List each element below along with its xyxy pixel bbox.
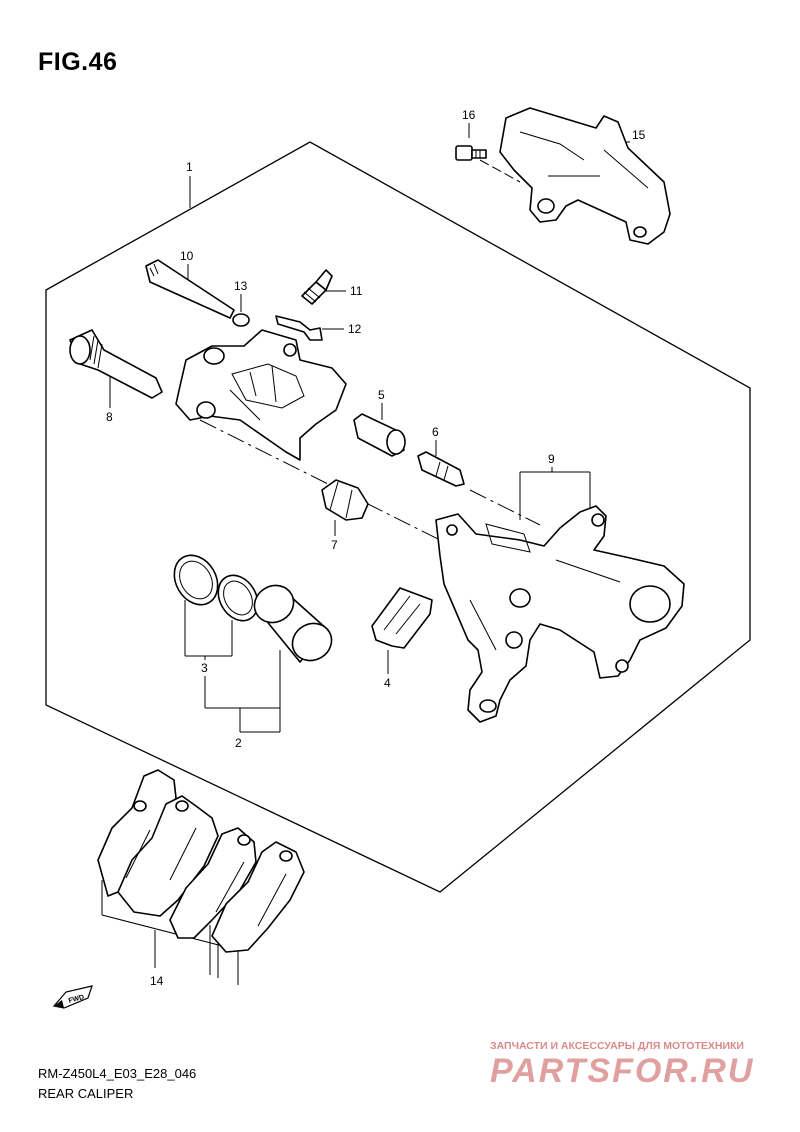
bleeder-cap-part-12 [275, 315, 323, 341]
diagram-subtitle: REAR CALIPER [38, 1086, 134, 1101]
callout-13: 13 [234, 279, 248, 293]
callout-7: 7 [331, 538, 338, 552]
bleeder-valve-part-11 [301, 269, 333, 305]
callout-14: 14 [150, 974, 164, 988]
brake-pad-set-part-14 [97, 769, 305, 953]
o-ring-part-13 [232, 313, 250, 327]
pad-spring-part-4 [371, 587, 433, 649]
figure-title: FIG.46 [38, 48, 118, 76]
caliper-bracket-part-9 [435, 505, 685, 723]
sleeve-boot-part-5 [353, 413, 406, 457]
piston-part-2 [253, 584, 333, 663]
callout-2: 2 [235, 736, 242, 750]
callout-11: 11 [350, 284, 363, 298]
watermark-tagline: ЗАПЧАСТИ И АКСЕССУАРЫ ДЛЯ МОТОТЕХНИКИ [490, 1040, 744, 1052]
caliper-body-part-1 [175, 329, 347, 461]
callout-8: 8 [106, 410, 113, 424]
diagram-code: RM-Z450L4_E03_E28_046 [38, 1066, 197, 1081]
boot-part-7 [321, 479, 369, 521]
forward-direction-arrow-icon: FWD [52, 985, 93, 1009]
callout-3: 3 [201, 661, 208, 675]
watermark-logo: PARTSFOR.RU [490, 1052, 755, 1090]
callout-15: 15 [632, 128, 646, 142]
callout-10: 10 [180, 249, 194, 263]
assembly-frame [45, 141, 751, 893]
callout-6: 6 [432, 425, 439, 439]
callout-4: 4 [384, 676, 391, 690]
callout-5: 5 [378, 388, 385, 402]
callout-9: 9 [548, 452, 555, 466]
bolt-part-16 [455, 145, 487, 161]
callout-1: 1 [186, 160, 193, 174]
forward-badge-label: FWD [68, 994, 85, 1005]
caliper-pin-part-10 [145, 259, 235, 319]
caliper-pin-part-8 [69, 329, 163, 399]
callout-16: 16 [462, 108, 476, 122]
callout-12: 12 [348, 322, 362, 336]
piston-seal-part-3 [173, 554, 259, 622]
bracket-guard-part-15 [499, 107, 671, 245]
pin-sleeve-part-6 [417, 451, 465, 487]
